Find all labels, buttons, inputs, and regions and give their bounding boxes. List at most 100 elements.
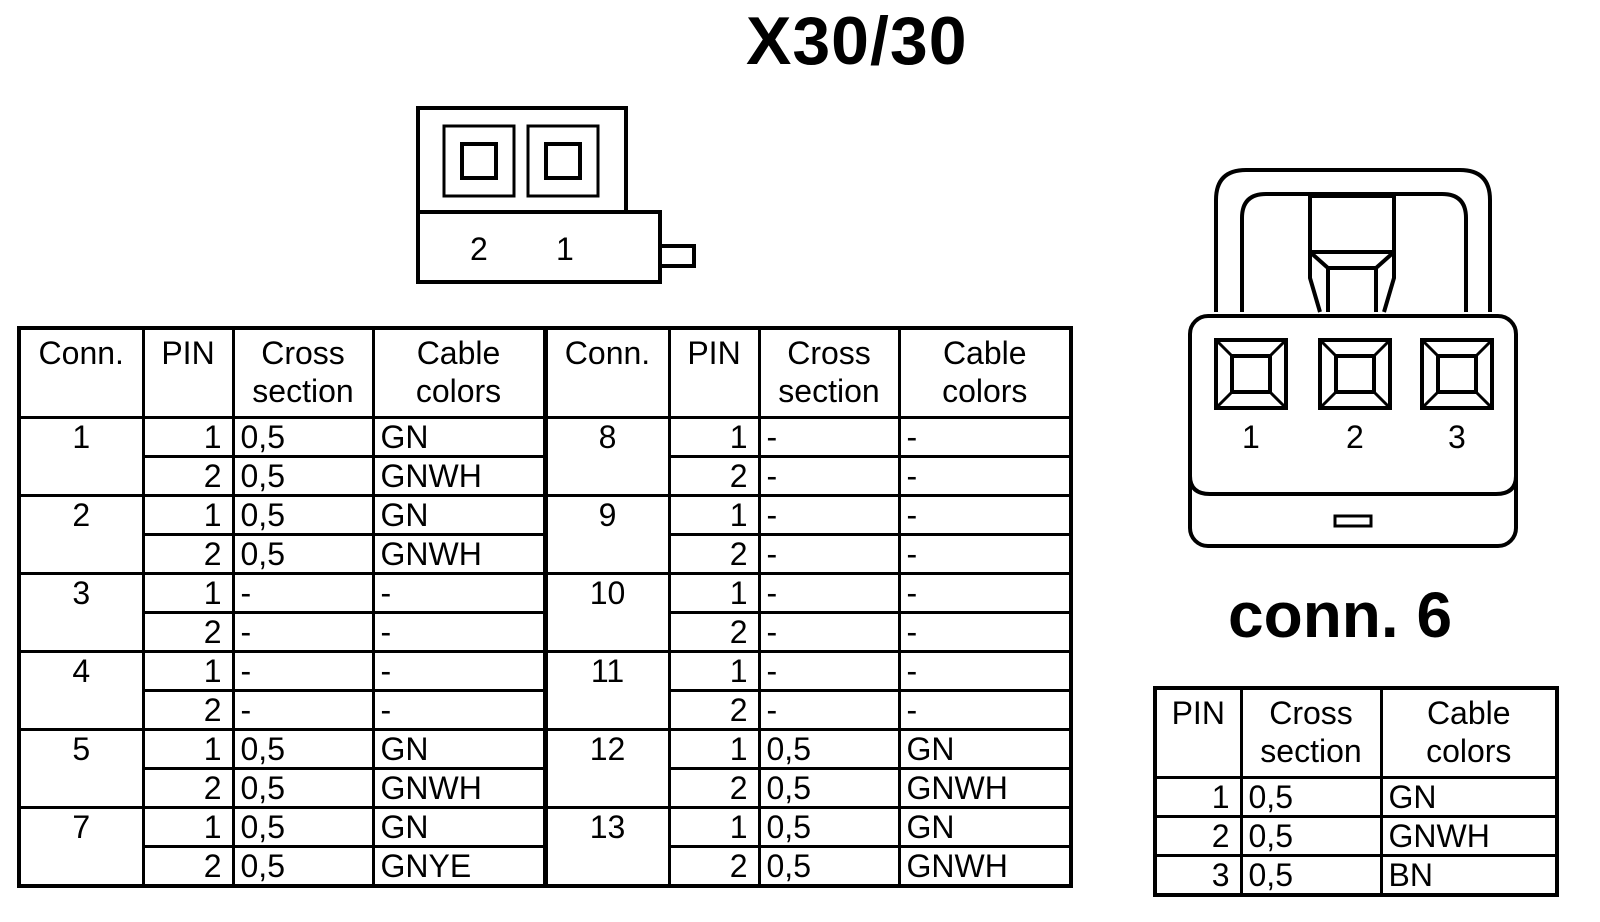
cable-color-cell: GN (371, 494, 548, 536)
conn6-pin-label: 3 (1448, 419, 1466, 455)
cable-color-cell: GNWH (371, 455, 548, 497)
cable-color-cell: GN (1379, 776, 1559, 818)
table-header-row: Conn. PIN Cross section Cable colors Con… (17, 326, 1073, 419)
table-row: 2--2-- (19, 689, 1073, 731)
pin-cell: 1 (141, 572, 235, 614)
conn-number-cell: 2 (17, 494, 145, 575)
conn6-pin-3-socket (1420, 338, 1494, 410)
conn6-pin-label: 1 (1242, 419, 1260, 455)
cable-color-cell: - (371, 650, 548, 692)
pin-cell: 2 (141, 689, 235, 731)
cross-section-cell: - (231, 611, 375, 653)
cable-color-cell: - (897, 689, 1073, 731)
conn6-pin-1-socket (1214, 338, 1288, 410)
cross-section-cell: - (757, 494, 901, 536)
cable-color-cell: - (897, 533, 1073, 575)
pin-cell: 2 (667, 533, 761, 575)
pin-cell: 2 (141, 845, 235, 888)
cable-color-cell: GNWH (897, 767, 1073, 809)
pin-cell: 2 (1153, 815, 1243, 857)
cross-section-cell: - (231, 689, 375, 731)
pin-cell: 2 (667, 455, 761, 497)
cable-color-cell: GN (897, 806, 1073, 848)
cable-color-cell: BN (1379, 854, 1559, 897)
conn6-clip (1308, 194, 1396, 254)
header-conn: Conn. (17, 326, 145, 419)
pin-cell: 1 (141, 728, 235, 770)
conn-number-cell: 1 (17, 416, 145, 497)
cable-color-cell: GN (371, 806, 548, 848)
cable-color-cell: GNWH (897, 845, 1073, 888)
conn-number-cell: 11 (543, 650, 671, 731)
cross-section-cell: 0,5 (1239, 815, 1383, 857)
cable-color-cell: GNWH (371, 767, 548, 809)
cable-color-cell: GNWH (1379, 815, 1559, 857)
cross-section-cell: 0,5 (757, 767, 901, 809)
cable-color-cell: GNWH (371, 533, 548, 575)
conn6-body (1188, 314, 1518, 548)
cable-color-cell: - (897, 611, 1073, 653)
cable-color-cell: - (371, 611, 548, 653)
conn-number-cell: 10 (543, 572, 671, 653)
conn6-handle (1214, 168, 1492, 312)
conn6-key-slot (1333, 514, 1373, 528)
cable-color-cell: GNYE (371, 845, 548, 888)
pin-cell: 1 (667, 650, 761, 692)
cable-color-cell: GN (897, 728, 1073, 770)
x30-pin-1-socket (526, 124, 600, 198)
x30-pin-label: 1 (556, 231, 574, 267)
header-cable-colors: Cable colors (371, 326, 548, 419)
cross-section-cell: 0,5 (757, 728, 901, 770)
cross-section-cell: 0,5 (231, 728, 375, 770)
pin-cell: 1 (667, 728, 761, 770)
cable-color-cell: - (897, 572, 1073, 614)
pin-cell: 2 (667, 845, 761, 888)
cross-section-cell: - (757, 455, 901, 497)
cross-section-cell: 0,5 (231, 767, 375, 809)
cable-color-cell: - (897, 494, 1073, 536)
pin-cell: 1 (141, 650, 235, 692)
x30-pin-label: 2 (470, 231, 488, 267)
cross-section-cell: 0,5 (231, 533, 375, 575)
conn-number-cell: 3 (17, 572, 145, 653)
cable-color-cell: - (897, 455, 1073, 497)
cross-section-cell: 0,5 (231, 455, 375, 497)
x30-latch (658, 244, 696, 268)
header-pin: PIN (1153, 686, 1243, 779)
cross-section-cell: 0,5 (231, 416, 375, 458)
pin-cell: 2 (667, 689, 761, 731)
cross-section-cell: - (231, 650, 375, 692)
cable-color-cell: - (371, 572, 548, 614)
x30-pin-2-socket (442, 124, 516, 198)
cable-color-cell: - (371, 689, 548, 731)
cross-section-cell: 0,5 (231, 845, 375, 888)
cross-section-cell: 0,5 (757, 845, 901, 888)
cable-color-cell: GN (371, 416, 548, 458)
conn-number-cell: 8 (543, 416, 671, 497)
conn-number-cell: 4 (17, 650, 145, 731)
pin-cell: 1 (141, 416, 235, 458)
cross-section-cell: - (757, 611, 901, 653)
header-pin: PIN (141, 326, 235, 419)
pin-cell: 1 (141, 494, 235, 536)
cross-section-cell: 0,5 (231, 806, 375, 848)
pin-cell: 2 (667, 767, 761, 809)
cross-section-cell: - (757, 650, 901, 692)
conn6-connector-drawing: 1 2 3 (1188, 168, 1518, 548)
pin-cell: 1 (667, 572, 761, 614)
cross-section-cell: - (757, 572, 901, 614)
pin-cell: 1 (141, 806, 235, 848)
x30-connector-body (416, 106, 662, 284)
